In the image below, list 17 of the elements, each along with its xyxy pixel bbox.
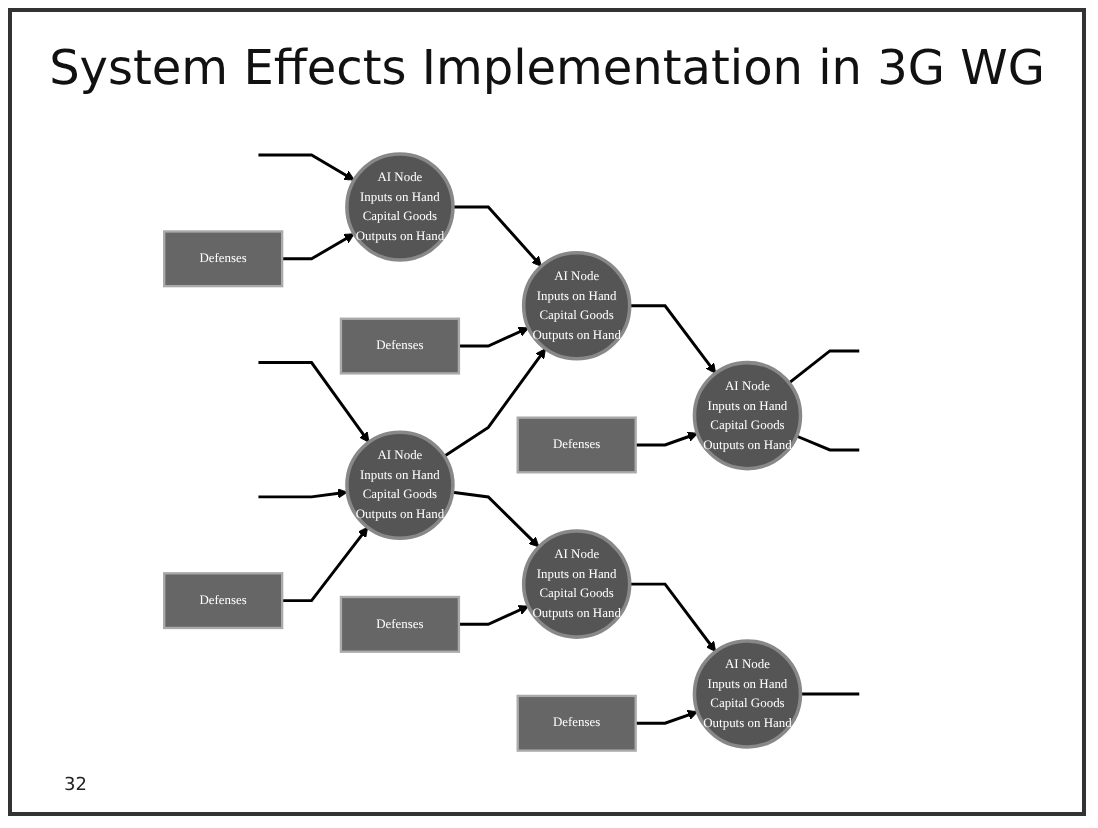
arrow <box>258 488 348 499</box>
arrow <box>635 709 698 725</box>
arrow <box>788 349 860 385</box>
arrow <box>629 582 717 652</box>
arrow <box>629 304 717 374</box>
arrow <box>452 490 540 548</box>
arrow <box>258 361 370 443</box>
arrow <box>458 605 529 626</box>
arrow <box>282 526 369 603</box>
page-number: 32 <box>64 776 87 796</box>
arrow <box>458 326 529 348</box>
slide-title: System Effects Implementation in 3G WG <box>47 40 1047 96</box>
arrow <box>452 205 542 267</box>
arrow <box>443 348 546 458</box>
arrow <box>635 431 698 447</box>
arrow <box>282 233 355 261</box>
arrow <box>258 153 355 181</box>
